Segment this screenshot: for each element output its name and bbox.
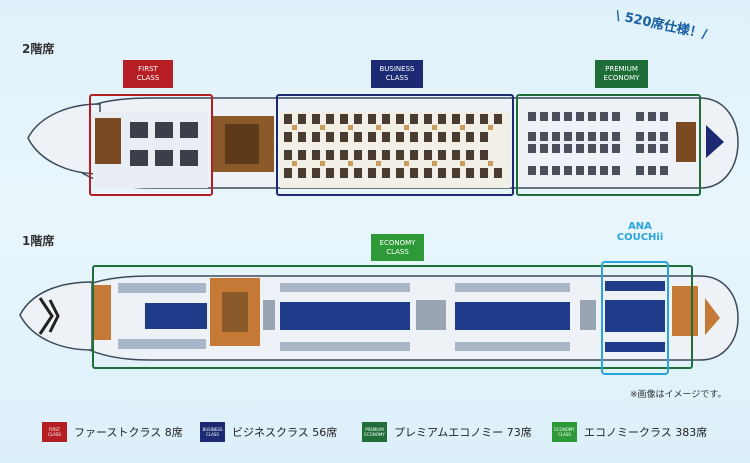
couchii-frame xyxy=(601,261,669,375)
premium-badge-line2: ECONOMY xyxy=(603,74,640,82)
couchii-line1: ANA xyxy=(628,221,652,232)
couchii-line2: COUCHii xyxy=(616,232,664,243)
first-galley xyxy=(95,118,121,164)
business-tables xyxy=(292,125,493,166)
upper-rear-stairs xyxy=(706,125,724,158)
premium-seats xyxy=(528,112,668,175)
lower-nose xyxy=(19,281,93,351)
economy-class-badge: ECONOMY CLASS xyxy=(371,234,424,261)
lower-rear-galley xyxy=(672,286,698,336)
image-note: ※画像はイメージです。 xyxy=(630,390,727,400)
lower-lav-3 xyxy=(580,300,596,330)
legend-premium-text: プレミアムエコノミー 73席 xyxy=(394,426,532,439)
economy-frame xyxy=(92,265,693,369)
first-badge-line2: CLASS xyxy=(136,74,160,82)
legend-first-text: ファーストクラス 8席 xyxy=(74,426,183,439)
economy-window-rows xyxy=(605,281,665,352)
lower-stairs xyxy=(222,292,248,332)
lower-rear-stairs xyxy=(705,298,720,335)
upper-rear-galley xyxy=(676,122,696,162)
first-class-badge: FIRST CLASS xyxy=(123,60,173,88)
ana-couchii-logo: ANA COUCHii xyxy=(610,221,670,243)
upper-stairs xyxy=(225,124,259,164)
upper-deck-label: 2階席 xyxy=(22,42,55,56)
first-badge-line1: FIRST xyxy=(138,65,158,73)
business-badge-line2: CLASS xyxy=(385,74,409,82)
business-class-badge: BUSINESS CLASS xyxy=(371,60,423,88)
first-suites xyxy=(130,122,198,166)
first-frame xyxy=(89,94,213,196)
lower-lav-1 xyxy=(263,300,275,330)
legend-business-text: ビジネスクラス 56席 xyxy=(232,426,338,439)
cockpit-stairs xyxy=(38,297,60,335)
business-frame xyxy=(276,94,514,196)
lower-lav-2 xyxy=(416,300,446,330)
economy-seats xyxy=(145,300,665,332)
economy-badge-line1: ECONOMY xyxy=(379,238,416,247)
business-badge-line1: BUSINESS xyxy=(379,65,415,73)
lower-deck-label: 1階席 xyxy=(22,234,55,248)
lower-front-galley xyxy=(93,285,111,340)
legend-economy-text: エコノミークラス 383席 xyxy=(584,426,708,439)
premium-badge-line1: PREMIUM xyxy=(605,65,638,73)
economy-badge-line2: CLASS xyxy=(386,247,409,256)
premium-economy-badge: PREMIUM ECONOMY xyxy=(595,60,648,88)
economy-window-seats xyxy=(118,283,570,351)
premium-frame xyxy=(516,94,701,196)
business-seats xyxy=(284,114,502,178)
